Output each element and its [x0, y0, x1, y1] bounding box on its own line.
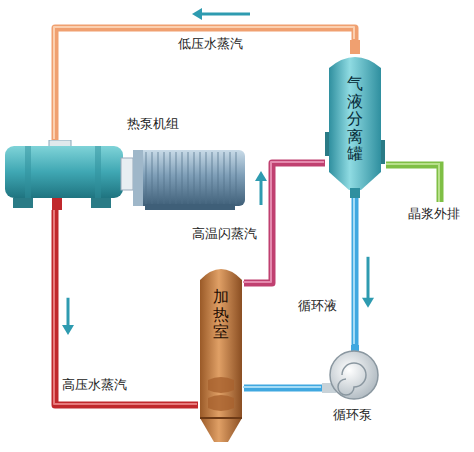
- pipe: [55, 28, 355, 140]
- pipe-connector: [54, 8, 355, 140]
- heat-pump-unit-shape: [5, 140, 250, 210]
- flow-arrowhead: [362, 298, 374, 308]
- flow-arrowhead: [255, 171, 267, 181]
- pipe-connector: [54, 209, 198, 405]
- pipe: [55, 210, 198, 405]
- outlet-label: 晶浆外排: [408, 206, 460, 222]
- circulation-pump-shape: [322, 345, 382, 401]
- node-label: 热泵机组: [127, 116, 179, 132]
- separator-tank: 气液分离罐: [325, 40, 385, 198]
- node-label: 加热室: [213, 288, 229, 341]
- pipe: [244, 163, 325, 283]
- heating-chamber: 加热室: [198, 258, 244, 446]
- pipe: [352, 198, 359, 345]
- heat-pump-unit: 热泵机组: [5, 140, 250, 210]
- pipe-connector: [243, 387, 322, 388]
- discharge-pipe-highlight: [386, 164, 439, 202]
- node-label: 气液分离罐: [347, 75, 363, 163]
- heating-chamber-shape: [198, 258, 244, 446]
- pipe-highlight: [353, 197, 355, 344]
- flow-arrowhead: [62, 325, 74, 335]
- pipe-connector: [243, 162, 325, 283]
- flow-arrowhead: [192, 8, 202, 20]
- pipe-highlight: [54, 27, 354, 139]
- flow-arrow: [196, 13, 250, 16]
- pipe-label: 循环液: [298, 298, 337, 314]
- pipe-label: 低压水蒸汽: [178, 36, 243, 52]
- pipe-highlight: [54, 209, 197, 404]
- pipe-highlight: [243, 162, 324, 282]
- pipe-highlight: [243, 386, 321, 388]
- pipe: [244, 385, 322, 392]
- node-label: 循环泵: [333, 407, 372, 423]
- discharge-pipe: [386, 165, 440, 202]
- flow-arrow: [367, 257, 370, 304]
- circulation-pump: 循环泵: [322, 345, 382, 401]
- pipe-connector: [354, 197, 374, 345]
- pipe-label: 高压水蒸汽: [62, 377, 127, 393]
- pipe-label: 高温闪蒸汽: [192, 226, 257, 242]
